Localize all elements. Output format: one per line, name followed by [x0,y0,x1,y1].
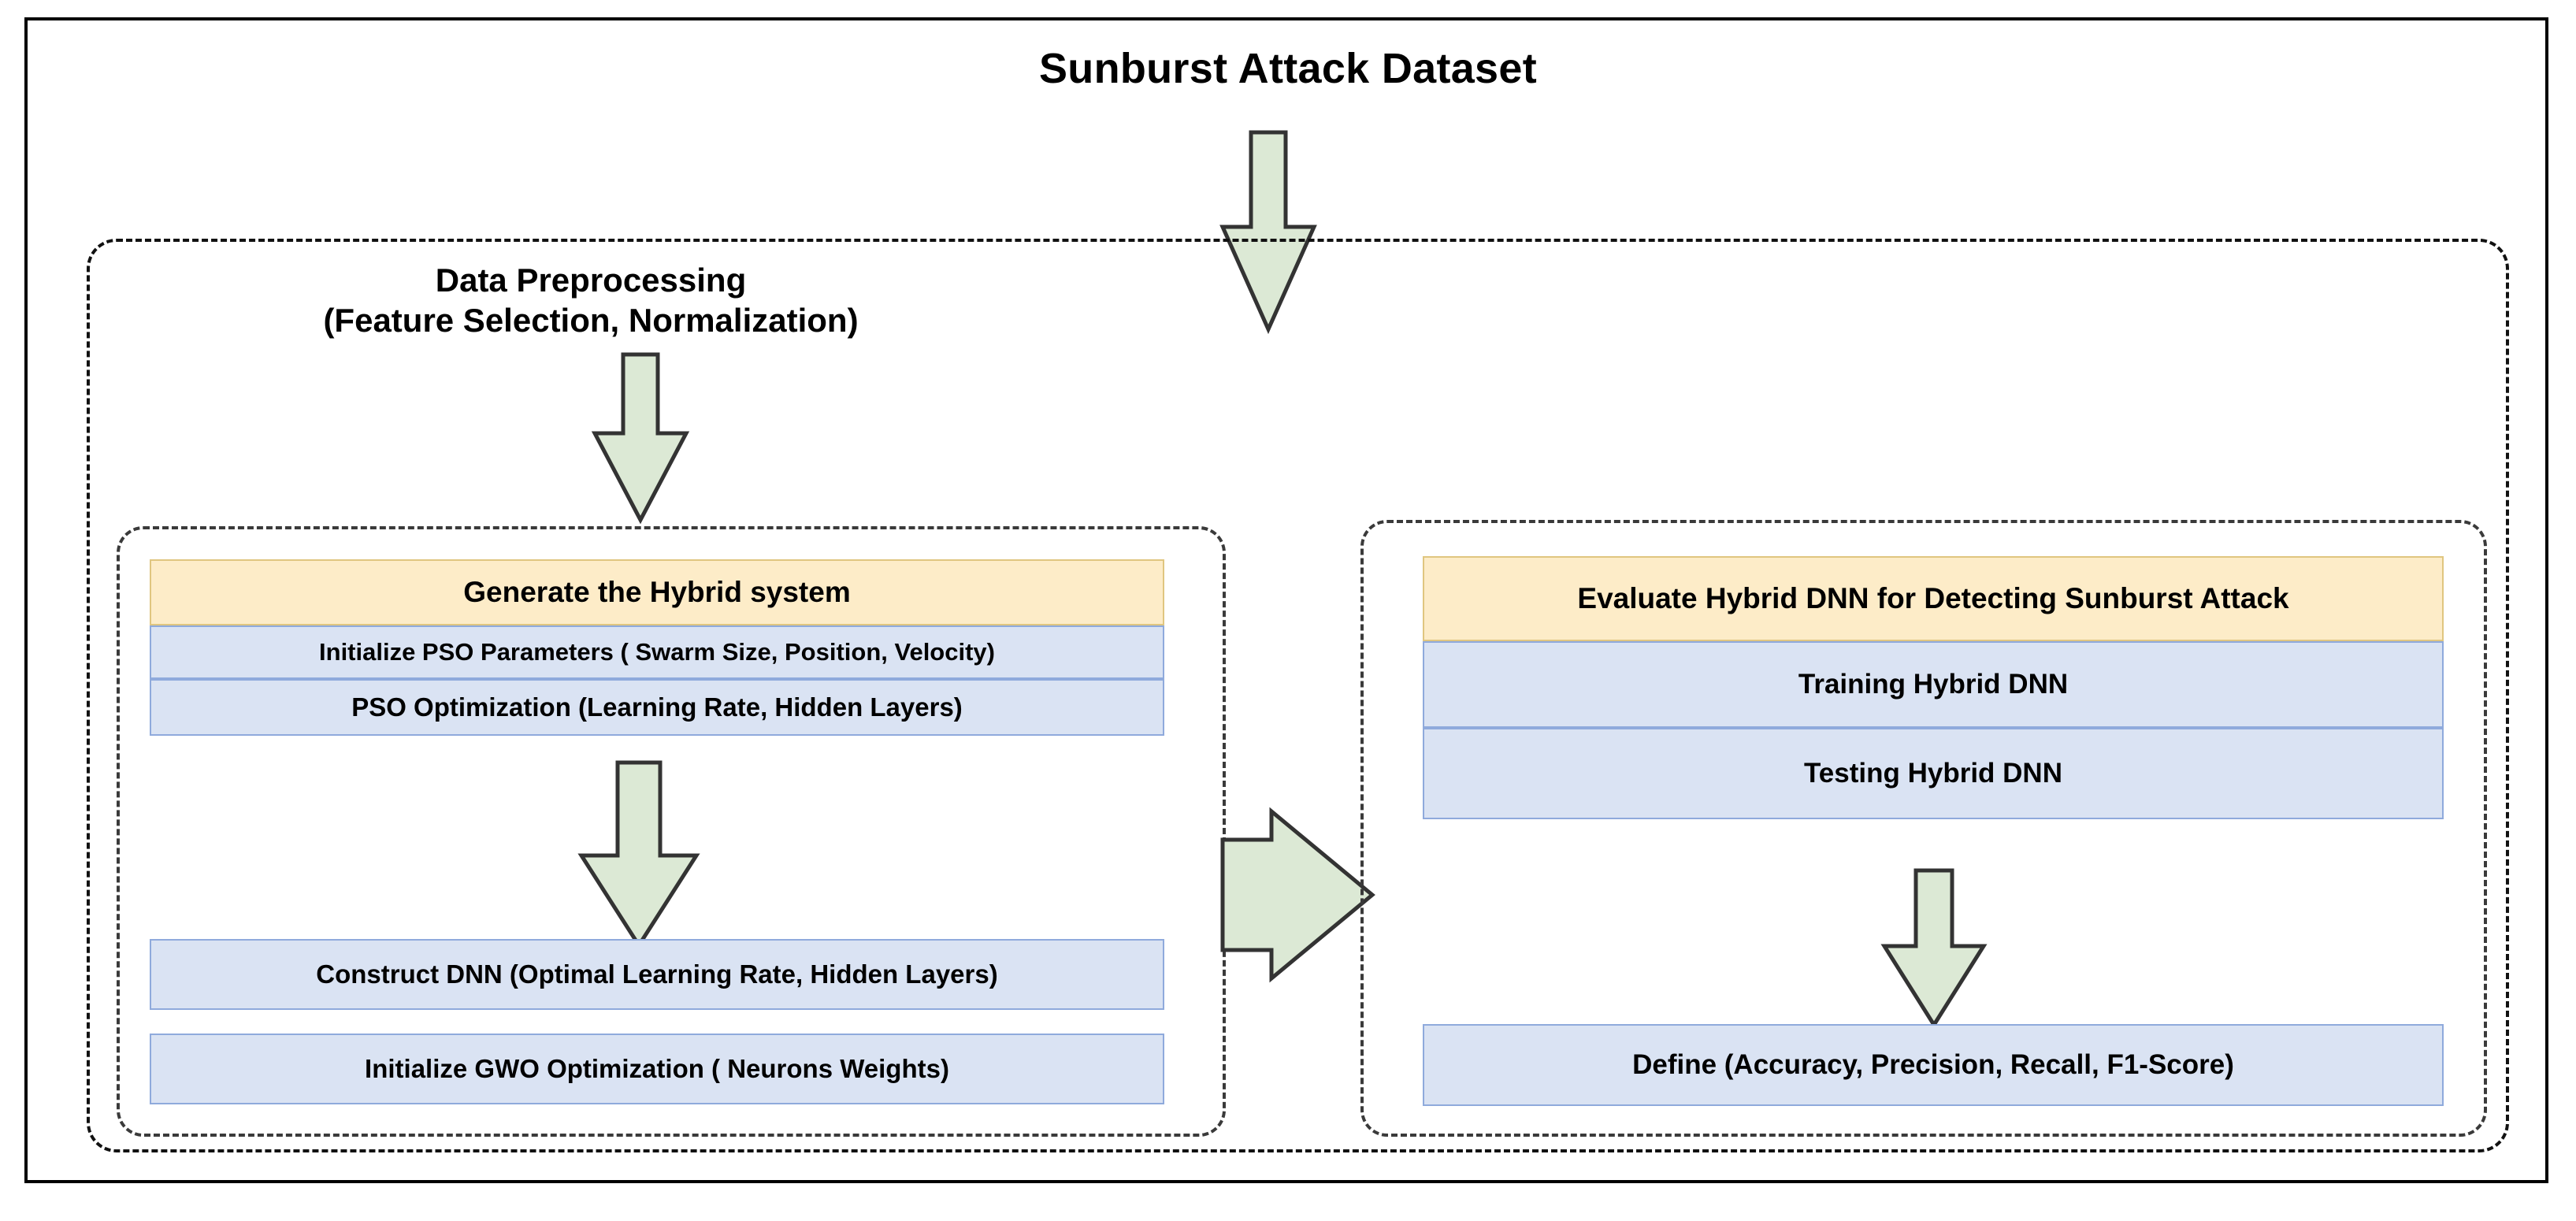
arrow-left-panel-to-right-panel-icon [1220,807,1375,983]
left-panel-container [117,526,1226,1137]
data-preprocessing-label: Data Preprocessing (Feature Selection, N… [118,260,1063,340]
right-step-define-metrics: Define (Accuracy, Precision, Recall, F1-… [1423,1024,2444,1106]
arrow-preprocessing-to-hybrid-system-icon [591,352,690,525]
arrow-dataset-to-preprocessing-icon [1219,130,1317,335]
pipeline-container [87,239,2509,1152]
arrow-testing-to-define-metrics-icon [1880,868,1988,1029]
right-step-testing-hybrid-dnn: Testing Hybrid DNN [1423,728,2444,819]
right-panel-container [1360,520,2487,1137]
left-panel-header: Generate the Hybrid system [150,559,1164,625]
left-step-pso-optimization: PSO Optimization (Learning Rate, Hidden … [150,679,1164,736]
preprocessing-line-2: (Feature Selection, Normalization) [323,302,859,340]
right-panel-header: Evaluate Hybrid DNN for Detecting Sunbur… [1423,556,2444,641]
left-step-initialize-gwo: Initialize GWO Optimization ( Neurons We… [150,1034,1164,1104]
preprocessing-line-1: Data Preprocessing [435,262,747,299]
left-step-construct-dnn: Construct DNN (Optimal Learning Rate, Hi… [150,939,1164,1010]
arrow-pso-to-construct-dnn-icon [577,760,700,949]
page-title: Sunburst Attack Dataset [1038,45,1538,92]
left-step-initialize-pso: Initialize PSO Parameters ( Swarm Size, … [150,625,1164,679]
right-step-training-hybrid-dnn: Training Hybrid DNN [1423,641,2444,728]
